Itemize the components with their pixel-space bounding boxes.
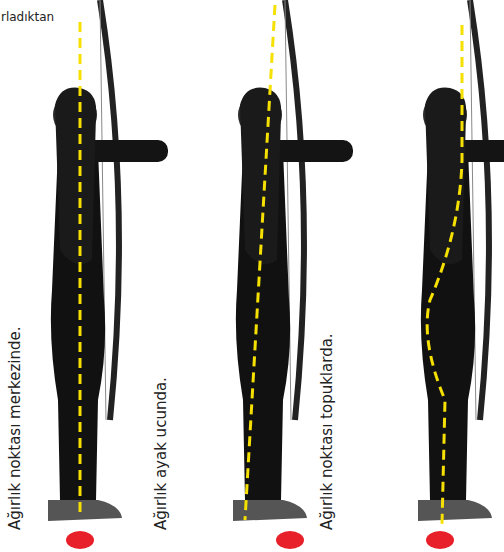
weight-label: Ağırlık noktası merkezinde. <box>6 326 24 530</box>
weight-label: Ağırlık ayak ucunda. <box>152 377 170 530</box>
caption-fragment: rladıktan <box>1 10 54 24</box>
weight-label: Ağırlık noktası topuklarda. <box>318 333 336 530</box>
